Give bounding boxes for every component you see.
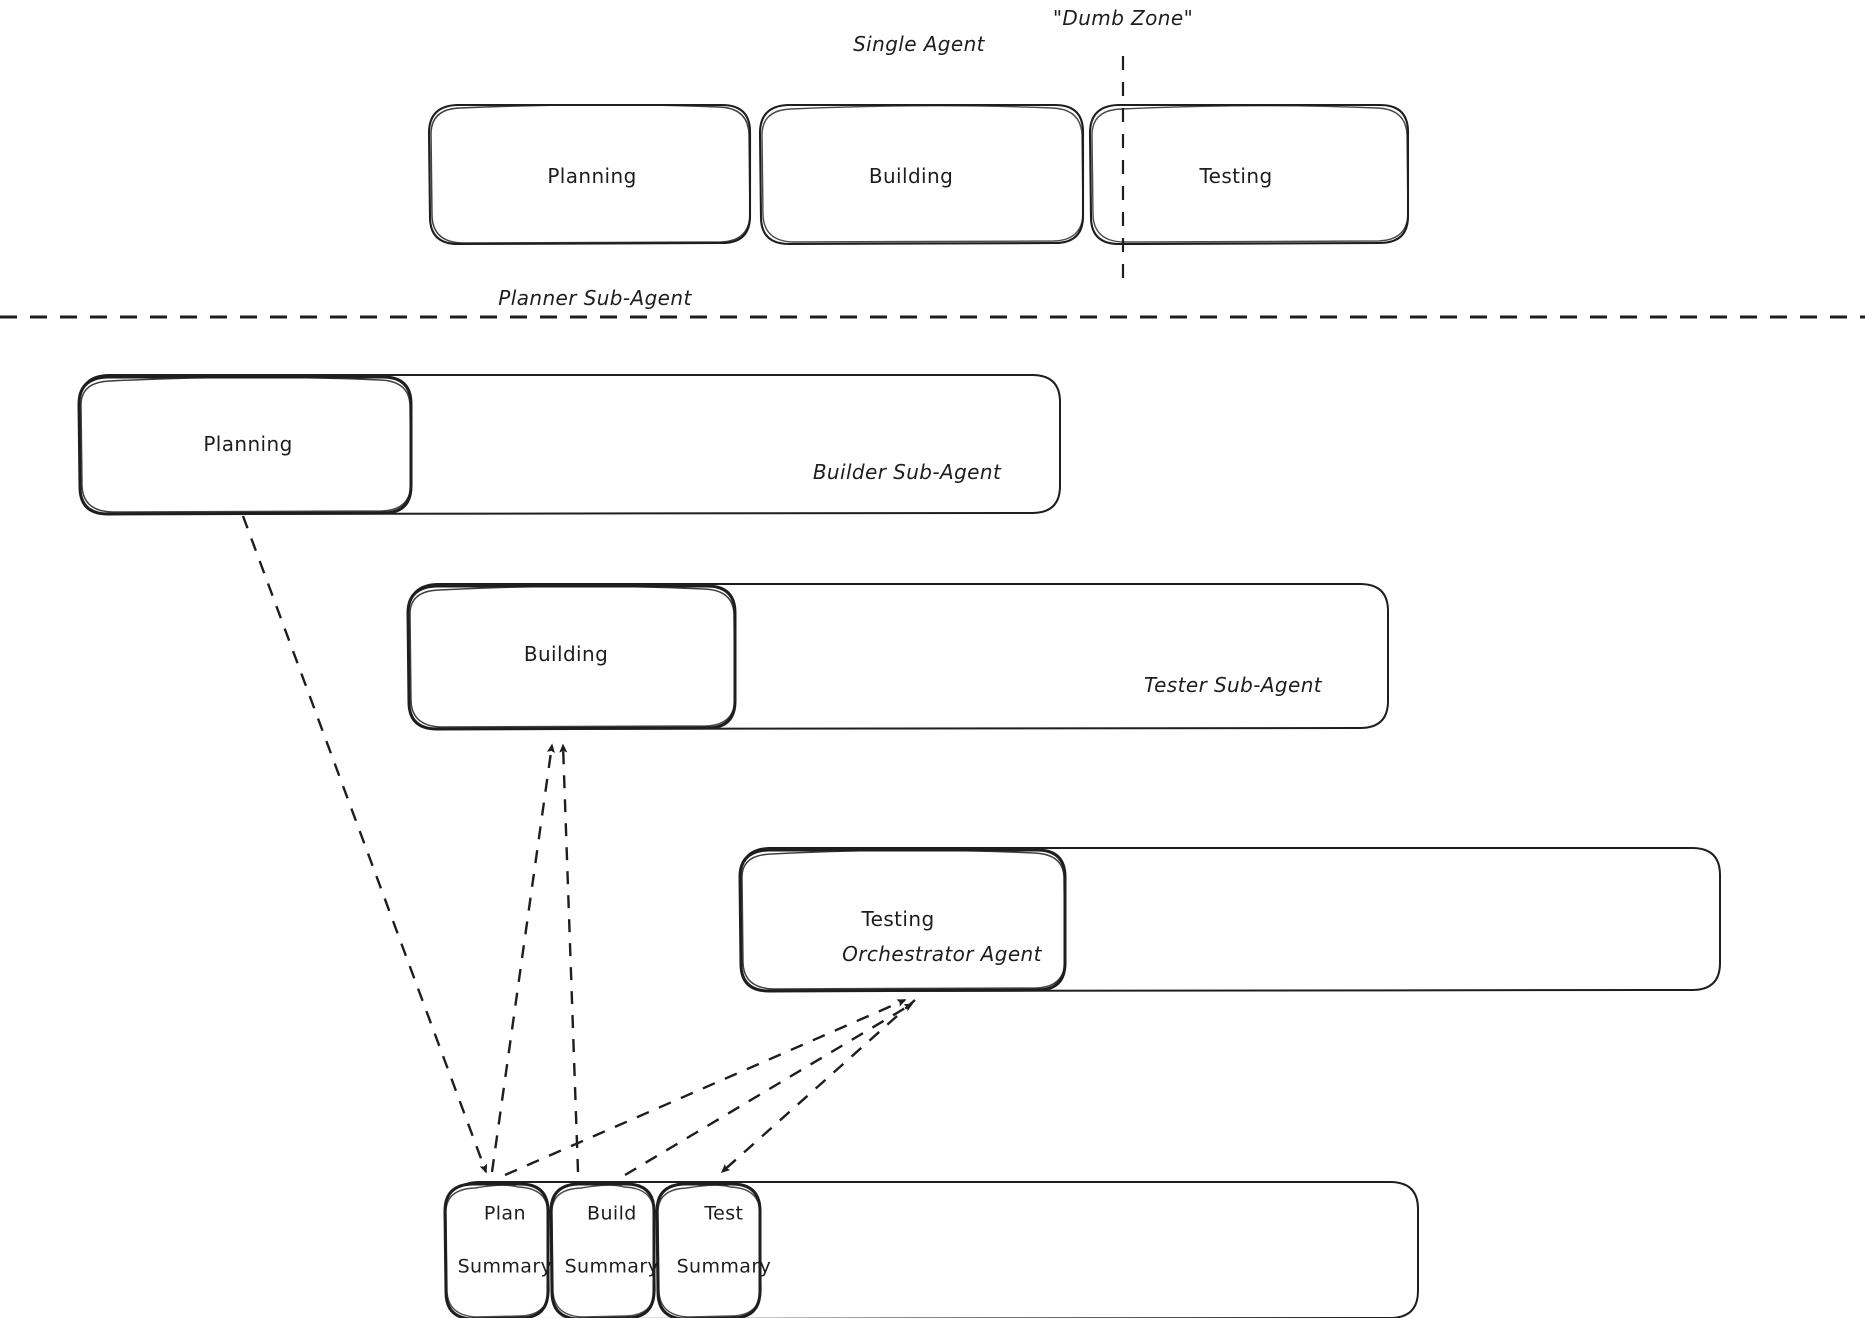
builder-lane-group xyxy=(406,583,1389,731)
builder-building-box[interactable] xyxy=(406,584,737,731)
single-agent-building-box[interactable] xyxy=(758,103,1085,246)
arrow-plan-summary-to-building-2 xyxy=(559,743,580,1173)
orchestrator-lane-group xyxy=(443,1181,1419,1318)
arrow-planning-to-plan-summary xyxy=(241,515,488,1174)
arrow-plan-summary-to-building xyxy=(490,743,555,1173)
arrow-test-summary-to-testing xyxy=(720,999,916,1173)
orchestrator-test-summary-box[interactable] xyxy=(655,1182,762,1318)
orchestrator-plan-summary-box[interactable] xyxy=(443,1182,550,1318)
planner-lane-group xyxy=(77,374,1061,516)
connector-arrows xyxy=(241,515,916,1177)
orchestrator-build-summary-box[interactable] xyxy=(549,1182,656,1318)
arrow-build-summary-to-testing-2 xyxy=(624,1002,914,1177)
single-agent-testing-box[interactable] xyxy=(1088,103,1410,246)
arrow-build-summary-to-testing xyxy=(504,998,907,1177)
single-agent-lane-group xyxy=(427,56,1410,278)
tester-lane-group xyxy=(738,847,1721,993)
tester-testing-box[interactable] xyxy=(738,848,1067,993)
single-agent-planning-box[interactable] xyxy=(427,103,752,246)
planner-planning-box[interactable] xyxy=(77,375,413,516)
